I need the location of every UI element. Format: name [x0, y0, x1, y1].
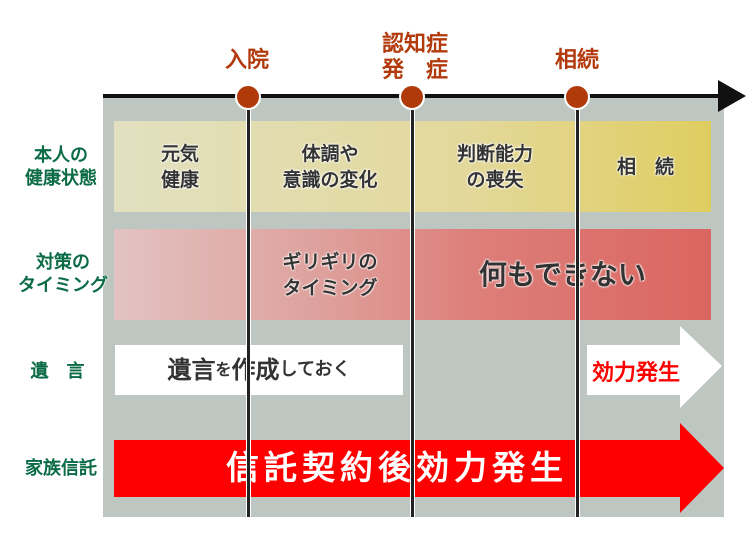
- event-line-inheritance: [576, 100, 579, 517]
- health-cell-incapacity: 判断能力の喪失: [456, 142, 533, 191]
- row-label-will: 遺 言: [30, 361, 85, 382]
- event-label-dementia: 認知症 発 症: [381, 32, 448, 83]
- will-effect-arrow: [587, 326, 722, 408]
- trust-effect-label: 信託契約後効力発生: [226, 448, 568, 487]
- row-label-health: 本人の健康状態: [25, 145, 97, 189]
- health-cell-inheritance: 相 続: [616, 155, 674, 178]
- event-line-hospital: [247, 100, 250, 517]
- timing-cell-last-chance: ギリギリのタイミング: [282, 250, 378, 299]
- row-label-family-trust: 家族信託: [25, 458, 97, 479]
- will-effect-label: 効力発生: [592, 361, 681, 386]
- trust-effect-arrow: [114, 423, 724, 513]
- event-line-dementia: [411, 100, 414, 517]
- timing-cell-nothing: 何もできない: [479, 257, 646, 291]
- health-cell-change: 体調や意識の変化: [282, 142, 378, 191]
- will-create-box: 遺言を作成しておく: [115, 345, 403, 395]
- row-label-timing: 対策のタイミング: [18, 252, 108, 296]
- event-label-hospital: 入院: [224, 48, 269, 73]
- event-marker-hospital: [235, 84, 261, 110]
- event-marker-dementia: [399, 84, 425, 110]
- timeline-arrowhead-icon: [718, 80, 746, 112]
- health-cell-healthy: 元気健康: [160, 142, 199, 191]
- event-marker-inheritance: [564, 84, 590, 110]
- event-label-inheritance: 相続: [554, 48, 599, 73]
